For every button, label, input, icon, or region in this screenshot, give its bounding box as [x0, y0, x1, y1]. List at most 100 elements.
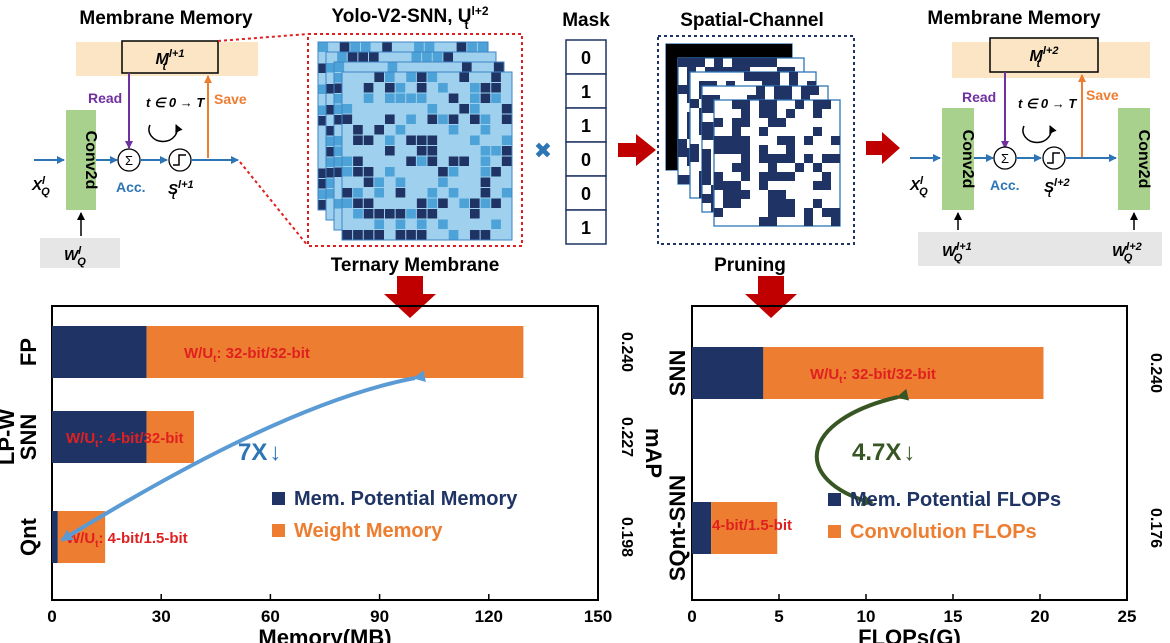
- pruned-cell: [783, 44, 792, 53]
- left-loop-label: t ∈ 0 → T: [146, 95, 205, 110]
- pruned-cell: [741, 172, 750, 181]
- ternary-cell: [480, 167, 491, 177]
- ternary-cell: [385, 209, 395, 219]
- pruned-cell: [768, 58, 777, 67]
- legend-swatch: [828, 525, 841, 538]
- ternary-cell: [318, 74, 329, 84]
- pruned-cell: [759, 100, 768, 109]
- ternary-cell: [374, 146, 384, 156]
- pruned-cell: [666, 44, 675, 53]
- ternary-cell: [451, 62, 461, 72]
- x-tick-label: 0: [687, 607, 696, 626]
- ternary-cell: [501, 72, 512, 82]
- ternary-cell: [361, 42, 371, 52]
- pruned-cell: [678, 58, 687, 67]
- ternary-cell: [448, 219, 459, 229]
- ternary-cell: [406, 177, 416, 187]
- ternary-cell: [406, 125, 416, 135]
- category-label: FP: [16, 338, 41, 366]
- ternary-cell: [406, 188, 416, 198]
- pruned-cell: [732, 127, 741, 136]
- ternary-cell: [318, 84, 329, 94]
- ternary-cell: [406, 93, 416, 103]
- pruned-cell: [678, 148, 687, 157]
- ternary-cell: [438, 188, 448, 198]
- bar-label-sub: t: [213, 354, 217, 365]
- left-threshold-node: [168, 148, 192, 172]
- ternary-cell: [416, 188, 427, 198]
- ternary-cell: [334, 115, 345, 125]
- ternary-label: Ternary Membrane: [331, 255, 500, 276]
- ternary-cell: [395, 156, 406, 166]
- map-value: 0.176: [1147, 508, 1164, 548]
- pruned-cell: [741, 100, 750, 109]
- map-axis-title: mAP: [641, 428, 666, 478]
- reduction-factor: 7X: [238, 439, 267, 466]
- ternary-cell: [448, 83, 459, 93]
- pruned-cell: [732, 136, 741, 145]
- ternary-cell: [501, 104, 512, 114]
- ternary-cell: [459, 219, 469, 229]
- mask-value: 0: [581, 150, 591, 170]
- ternary-cell: [334, 188, 345, 198]
- pruned-cell: [765, 44, 774, 53]
- ternary-cell: [470, 177, 480, 187]
- ternary-cell: [345, 62, 355, 72]
- ternary-cell: [326, 115, 337, 125]
- ternary-cell: [363, 93, 374, 103]
- ternary-cell: [470, 188, 480, 198]
- right-loop-arrow: [1022, 125, 1057, 144]
- pruned-cell: [759, 181, 768, 190]
- x-tick-label: 60: [261, 607, 280, 626]
- ternary-cell: [427, 177, 438, 187]
- ternary-cell: [416, 230, 427, 240]
- ternary-cell: [385, 146, 395, 156]
- bar-label: 4-bit/1.5-bit: [712, 517, 792, 534]
- pruned-cell: [804, 154, 813, 163]
- pruned-cell: [678, 85, 687, 94]
- pruned-cell: [813, 199, 822, 208]
- ternary-cell: [470, 93, 480, 103]
- pruned-cell: [666, 125, 675, 134]
- ternary-cell: [318, 126, 329, 136]
- ternary-cell: [329, 42, 339, 52]
- ternary-cell: [501, 167, 512, 177]
- ternary-cell: [334, 199, 345, 209]
- left-conv-box: [66, 110, 96, 210]
- pruned-cell: [693, 44, 702, 53]
- left-read-label: Read: [88, 90, 122, 106]
- pruned-cell: [795, 163, 804, 172]
- pruned-cell: [801, 86, 810, 95]
- left-weight-box: [40, 238, 120, 268]
- ternary-cell: [374, 125, 384, 135]
- ternary-cell: [398, 62, 408, 72]
- ternary-cell: [318, 179, 329, 189]
- ternary-cell: [366, 62, 376, 72]
- ternary-cell: [501, 146, 512, 156]
- ternary-cell: [342, 188, 353, 198]
- ternary-cell: [318, 95, 329, 105]
- ternary-cell: [363, 219, 374, 229]
- ternary-cell: [353, 135, 363, 145]
- pruned-cell: [831, 208, 840, 217]
- ternary-cell: [355, 62, 366, 72]
- reduction-down-arrow: ↓: [269, 439, 281, 466]
- ternary-cell: [406, 219, 416, 229]
- ternary-cell: [501, 188, 512, 198]
- ternary-cell: [318, 137, 329, 147]
- pruned-cell: [666, 152, 675, 161]
- ternary-cell: [470, 156, 480, 166]
- pruned-cell: [741, 58, 750, 67]
- category-label: SNN: [16, 414, 41, 460]
- ternary-cell: [416, 167, 427, 177]
- pruning-right-arrow: [866, 132, 900, 164]
- ternary-cell: [438, 135, 448, 145]
- ternary-cell: [491, 156, 501, 166]
- ternary-frame: [307, 33, 523, 247]
- ternary-cell: [438, 114, 448, 124]
- ternary-cell: [435, 42, 445, 52]
- ternary-cell: [427, 230, 438, 240]
